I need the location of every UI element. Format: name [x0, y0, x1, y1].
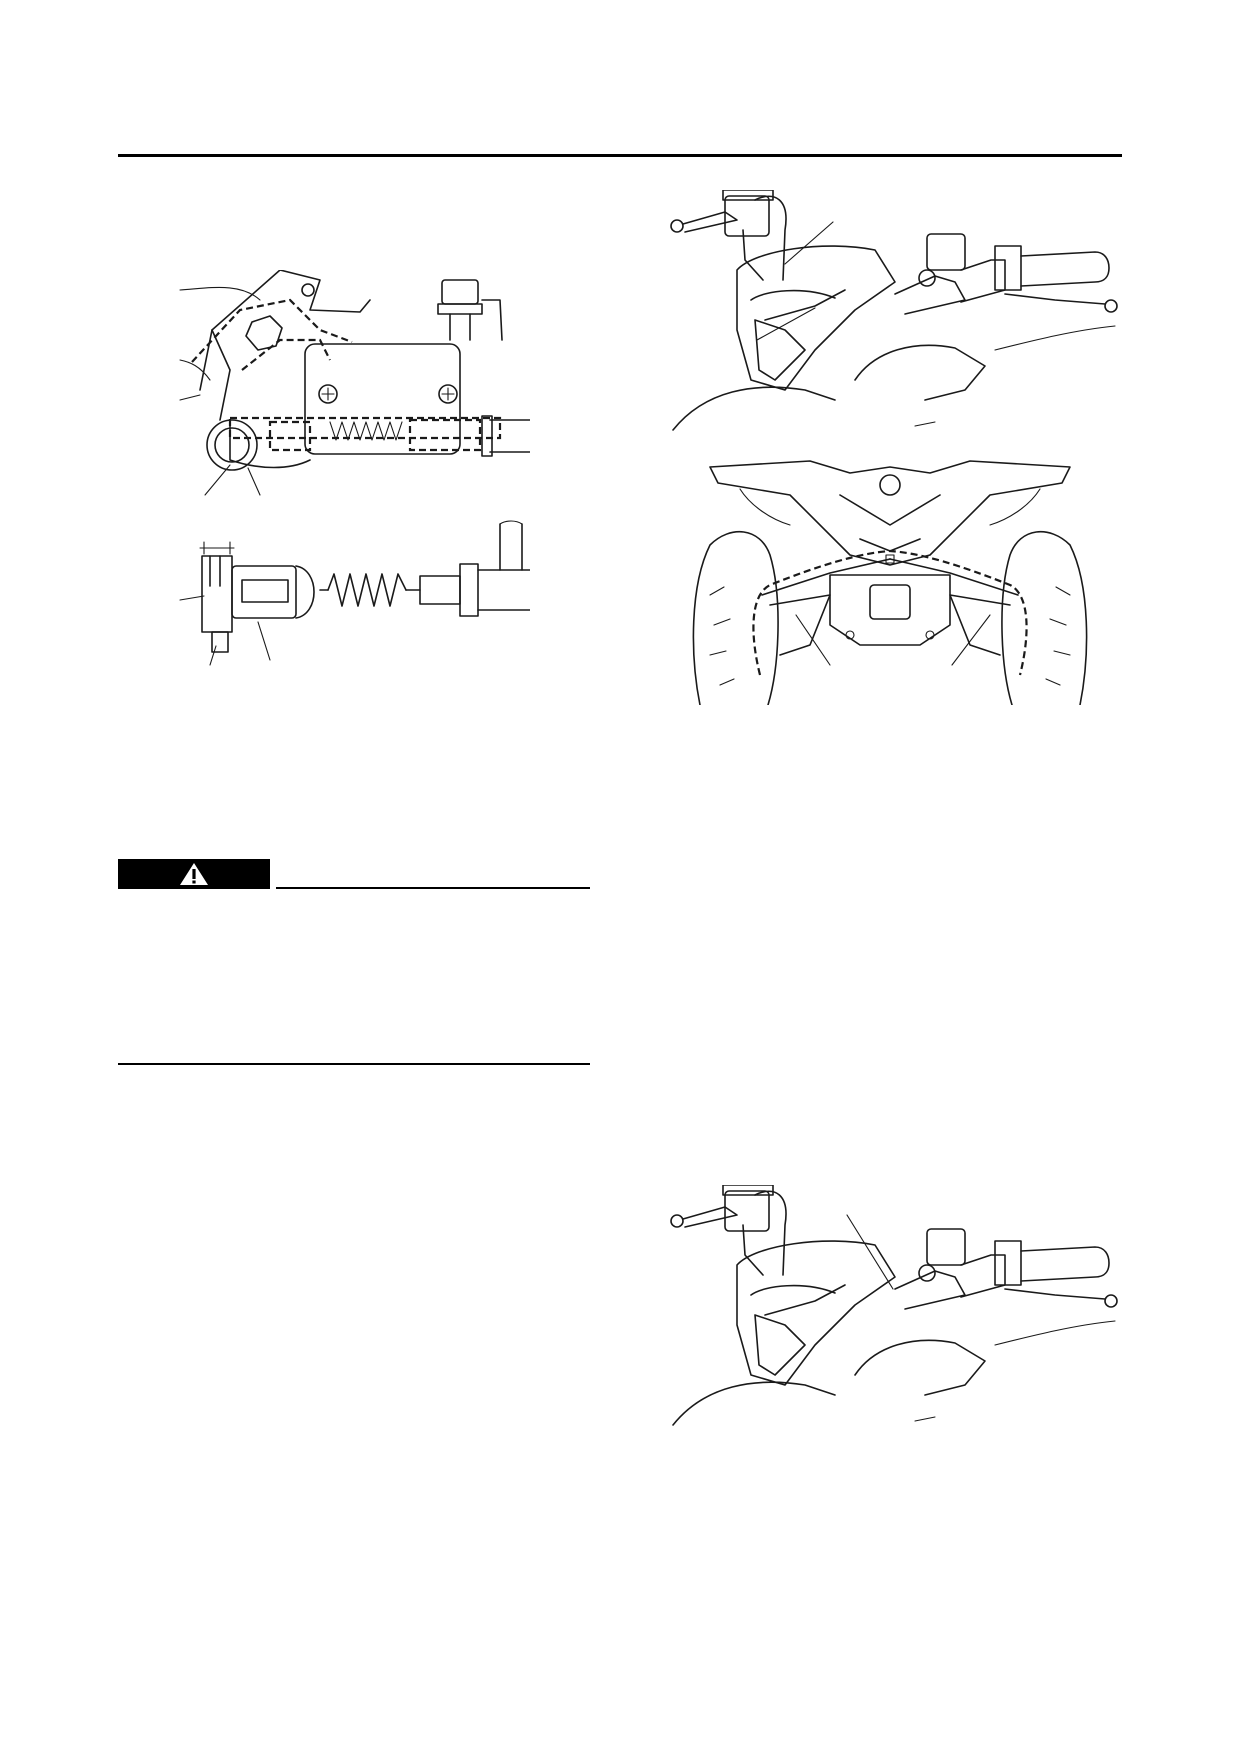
warning-triangle-icon — [180, 863, 208, 885]
warning-bottom-rule — [118, 1063, 590, 1065]
atv-handlebar-illustration — [670, 190, 1118, 431]
atv-handlebar-illustration-2 — [670, 1185, 1118, 1426]
warning-label-box — [118, 859, 270, 889]
warning-top-rule — [276, 887, 590, 889]
brake-lever-assembly-illustration — [179, 270, 530, 666]
figure-brake-lever-pivot-detail — [170, 270, 530, 670]
figure-handlebar-right-view — [665, 1185, 1125, 1435]
figure-handlebar-left-view — [665, 190, 1125, 440]
figure-front-wheels-cable-routing — [690, 455, 1090, 705]
atv-front-wheels-illustration — [692, 460, 1088, 705]
header-rule — [118, 154, 1122, 157]
